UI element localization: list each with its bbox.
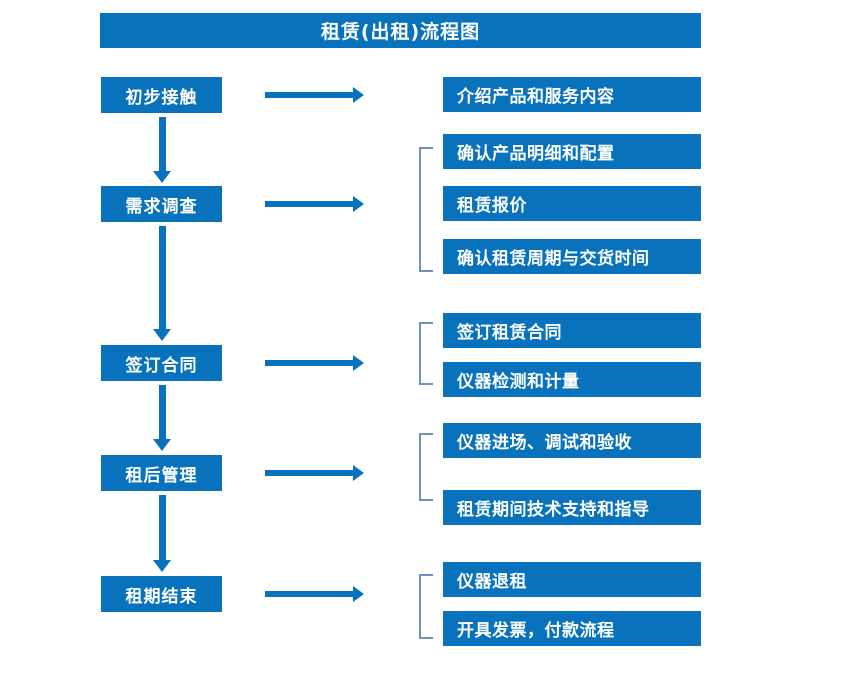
vertical-arrow-stage2-to-stage3: [153, 226, 171, 341]
detail-box-instrument-onsite-commissioning[interactable]: 仪器进场、调试和验收: [443, 423, 701, 458]
horizontal-arrow-stage1: [265, 87, 364, 103]
group-bracket-sign-contract: [419, 322, 433, 385]
stage-box-initial-contact[interactable]: 初步接触: [101, 77, 222, 113]
diagram-title: 租赁(出租)流程图: [100, 13, 701, 48]
detail-box-sign-lease-agreement[interactable]: 签订租赁合同: [443, 313, 701, 348]
vertical-arrow-stage3-to-stage4: [153, 385, 171, 451]
detail-box-instrument-return[interactable]: 仪器退租: [443, 562, 701, 597]
horizontal-arrow-stage2: [265, 196, 364, 212]
stage-box-lease-end[interactable]: 租期结束: [101, 576, 222, 612]
vertical-arrow-stage4-to-stage5: [153, 495, 171, 572]
horizontal-arrow-stage4: [265, 465, 364, 481]
detail-box-invoice-payment[interactable]: 开具发票，付款流程: [443, 611, 701, 646]
detail-box-rental-quotation[interactable]: 租赁报价: [443, 186, 701, 221]
detail-box-introduce-products[interactable]: 介绍产品和服务内容: [443, 77, 701, 112]
detail-box-instrument-inspection[interactable]: 仪器检测和计量: [443, 362, 701, 397]
group-bracket-needs-survey: [419, 147, 433, 272]
detail-box-technical-support[interactable]: 租赁期间技术支持和指导: [443, 490, 701, 525]
stage-box-sign-contract[interactable]: 签订合同: [101, 345, 222, 381]
detail-box-confirm-lease-period[interactable]: 确认租赁周期与交货时间: [443, 239, 701, 274]
stage-box-needs-survey[interactable]: 需求调查: [101, 186, 222, 222]
group-bracket-lease-end: [419, 574, 433, 639]
group-bracket-post-rental: [419, 433, 433, 501]
vertical-arrow-stage1-to-stage2: [153, 117, 171, 183]
horizontal-arrow-stage5: [265, 586, 364, 602]
detail-box-confirm-product-spec[interactable]: 确认产品明细和配置: [443, 134, 701, 169]
stage-box-post-rental-management[interactable]: 租后管理: [101, 455, 222, 491]
horizontal-arrow-stage3: [265, 355, 364, 371]
